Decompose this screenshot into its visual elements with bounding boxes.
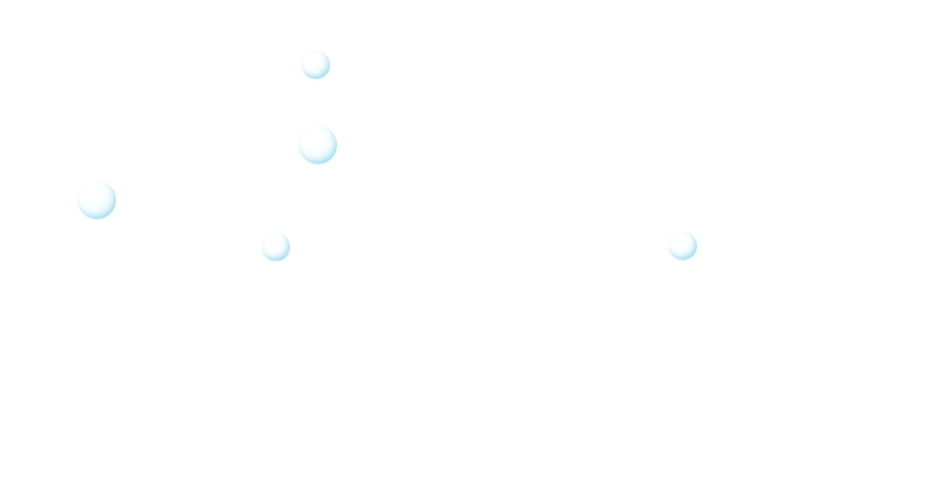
bubble-3[interactable]: [78, 181, 116, 219]
bubble-1[interactable]: [302, 51, 330, 79]
bubble-4[interactable]: [262, 233, 290, 261]
bubble-2[interactable]: [299, 126, 337, 164]
bubble-5[interactable]: [669, 232, 697, 260]
